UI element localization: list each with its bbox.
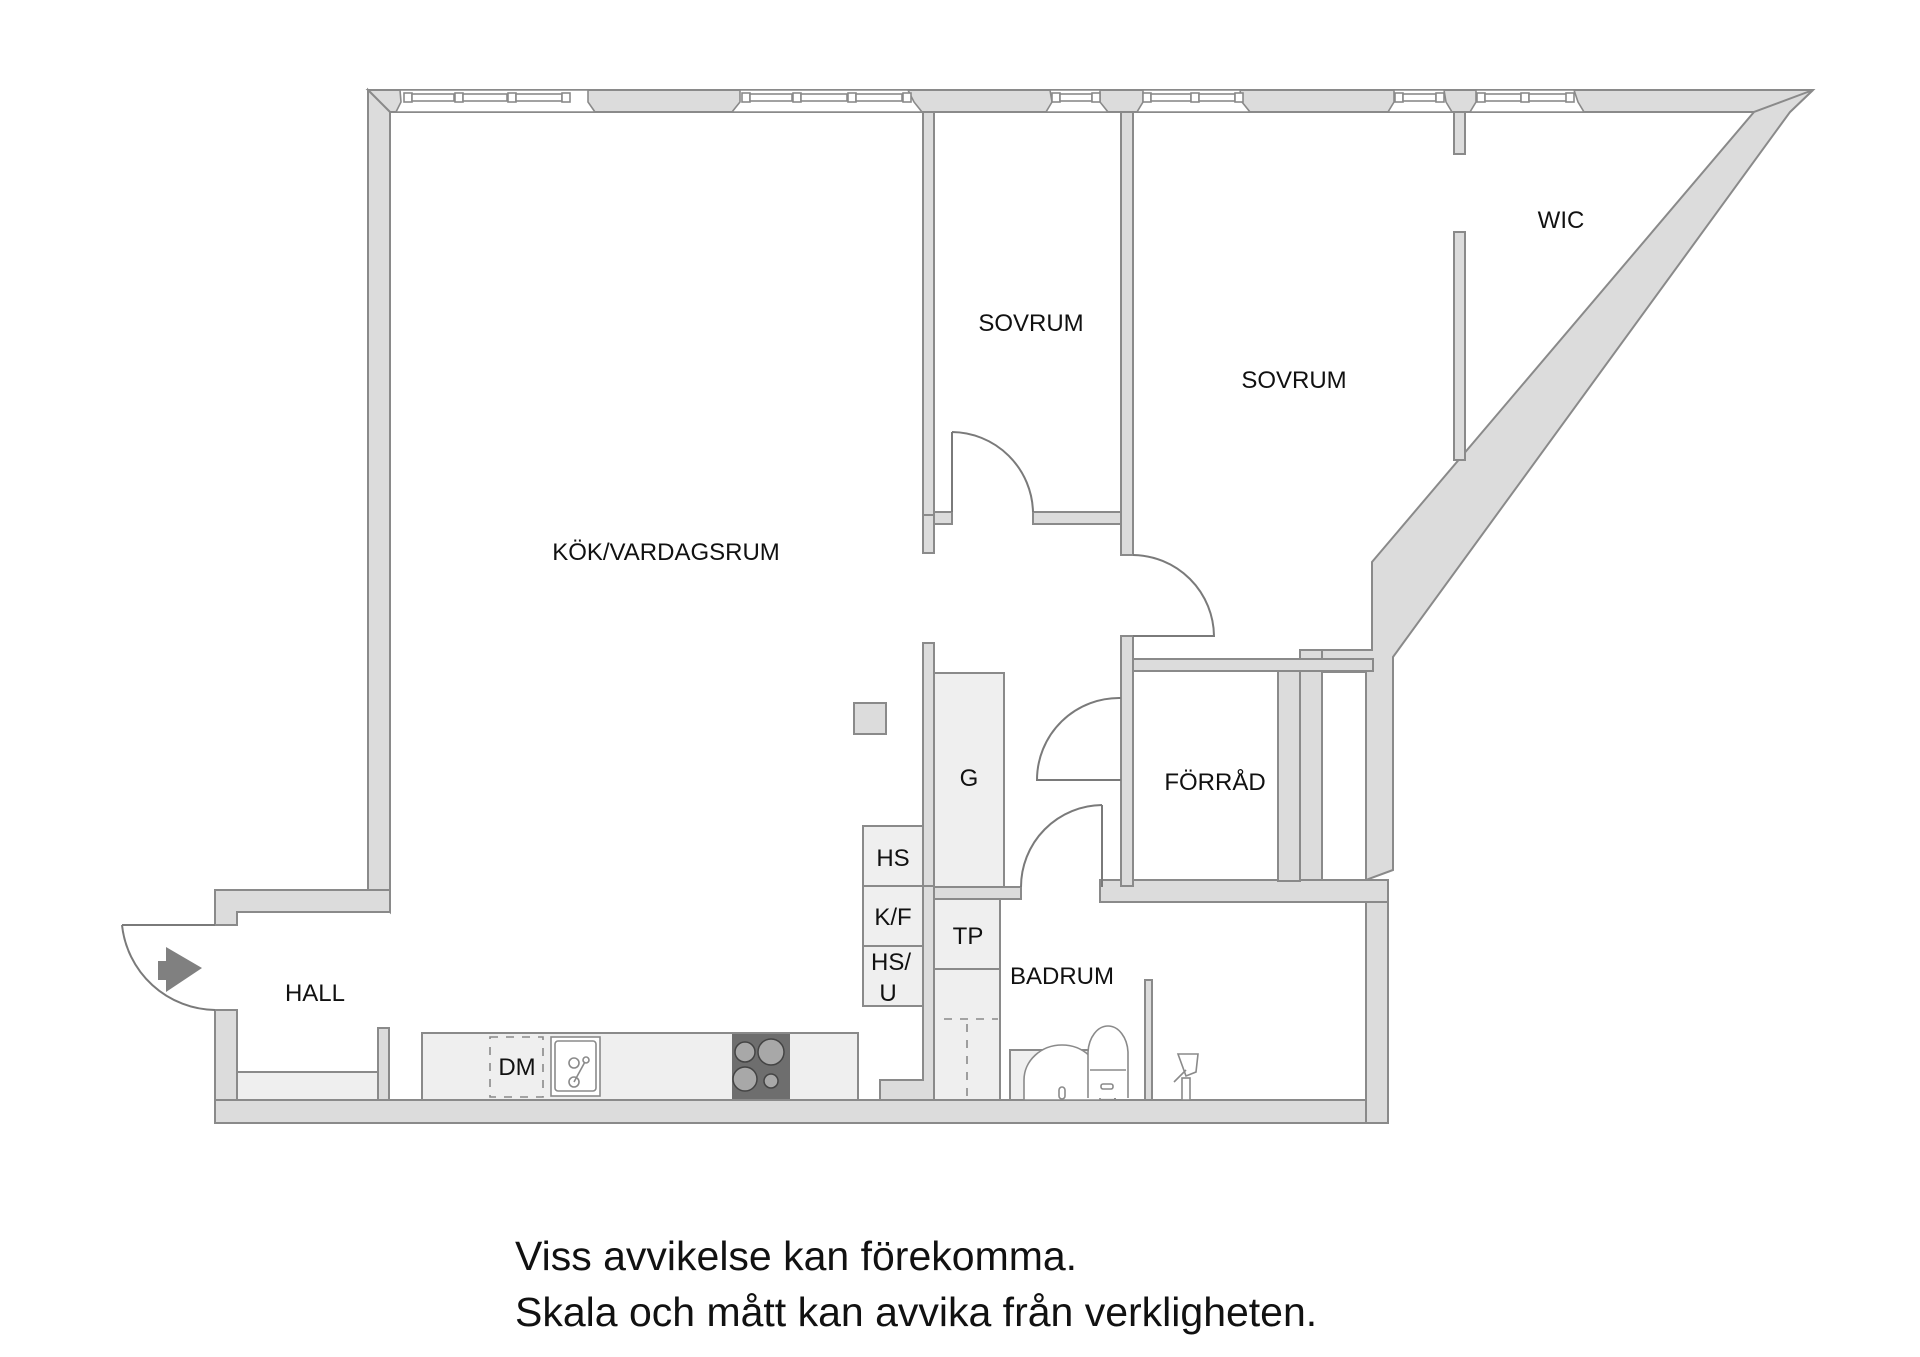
hall-shelf <box>236 1071 379 1101</box>
window-2 <box>730 89 924 113</box>
outer-wall-left <box>367 87 391 915</box>
wall-hall-divider <box>377 1027 390 1101</box>
wall-wic-lower <box>1453 231 1466 461</box>
wall-living-bedroom1 <box>922 111 935 516</box>
wall-wic-upper <box>1453 111 1466 155</box>
dryer-dash <box>944 1018 998 1100</box>
entry-arrow-icon <box>158 947 202 992</box>
door-bathroom[interactable] <box>1020 804 1103 888</box>
label-dm: DM <box>498 1054 535 1081</box>
label-wic: WIC <box>1538 207 1585 234</box>
label-bedroom-1: SOVRUM <box>978 310 1083 337</box>
column <box>853 702 887 735</box>
stove-icon <box>732 1034 790 1099</box>
wardrobe-hs-u <box>862 945 924 1007</box>
kitchen-counter <box>421 1032 859 1101</box>
toilet-icon <box>1087 1025 1129 1098</box>
dryer <box>933 968 1001 1101</box>
label-bedroom-2: SOVRUM <box>1241 367 1346 394</box>
sink-icon <box>550 1036 601 1097</box>
label-hs-u-2: U <box>879 980 896 1007</box>
bathroom-wall-top <box>1099 879 1389 903</box>
label-g: G <box>960 765 979 792</box>
label-storage: FÖRRÅD <box>1164 768 1265 796</box>
window-3 <box>1044 89 1110 113</box>
wardrobe-g <box>933 672 1005 888</box>
wall-living-bedroom1-lower <box>922 514 935 554</box>
door-bedroom1[interactable] <box>951 431 1034 513</box>
label-kf: K/F <box>874 904 911 931</box>
wall-corridor-right <box>1120 635 1134 887</box>
bathroom-wall-top-right <box>1299 649 1323 881</box>
wall-bedroom1-bottom <box>1032 511 1122 525</box>
hall-wall-top <box>214 889 391 926</box>
label-bathroom: BADRUM <box>1010 963 1114 990</box>
disclaimer: Viss avvikelse kan förekomma. Skala och … <box>515 1228 1317 1340</box>
label-hs-u-1: HS/ <box>871 949 911 976</box>
window-1 <box>394 89 597 113</box>
disclaimer-line-1: Viss avvikelse kan förekomma. <box>515 1233 1078 1279</box>
label-kitchen-living: KÖK/VARDAGSRUM <box>552 539 780 566</box>
window-5 <box>1386 89 1454 113</box>
wall-bathroom-top-left <box>933 886 1022 900</box>
window-4 <box>1135 89 1252 113</box>
door-storage[interactable] <box>1035 696 1122 781</box>
door-bedroom2[interactable] <box>1132 554 1216 637</box>
wall-bedroom2-bottom <box>1132 658 1374 672</box>
wall-living-bedroom1-stub <box>933 511 953 525</box>
wall-storage-right <box>1277 670 1301 882</box>
label-hall: HALL <box>285 980 345 1007</box>
window-6 <box>1468 89 1586 113</box>
shower-screen <box>1144 979 1153 1101</box>
wall-bedroom1-bedroom2 <box>1120 111 1134 556</box>
label-tp: TP <box>953 923 984 950</box>
wardrobe-hs <box>862 825 924 887</box>
shower-head-icon <box>1173 1053 1199 1101</box>
disclaimer-line-2: Skala och mått kan avvika från verklighe… <box>515 1289 1318 1335</box>
door-entrance[interactable] <box>121 924 216 1011</box>
washer-tp <box>933 898 1001 970</box>
outer-wall-bottom <box>214 1099 1389 1124</box>
bathroom-wall-right <box>1365 879 1389 1124</box>
fridge-freezer <box>862 885 924 947</box>
dishwasher-outline <box>489 1036 544 1098</box>
wall-kitchen-corridor <box>922 642 935 887</box>
label-hs: HS <box>876 845 909 872</box>
